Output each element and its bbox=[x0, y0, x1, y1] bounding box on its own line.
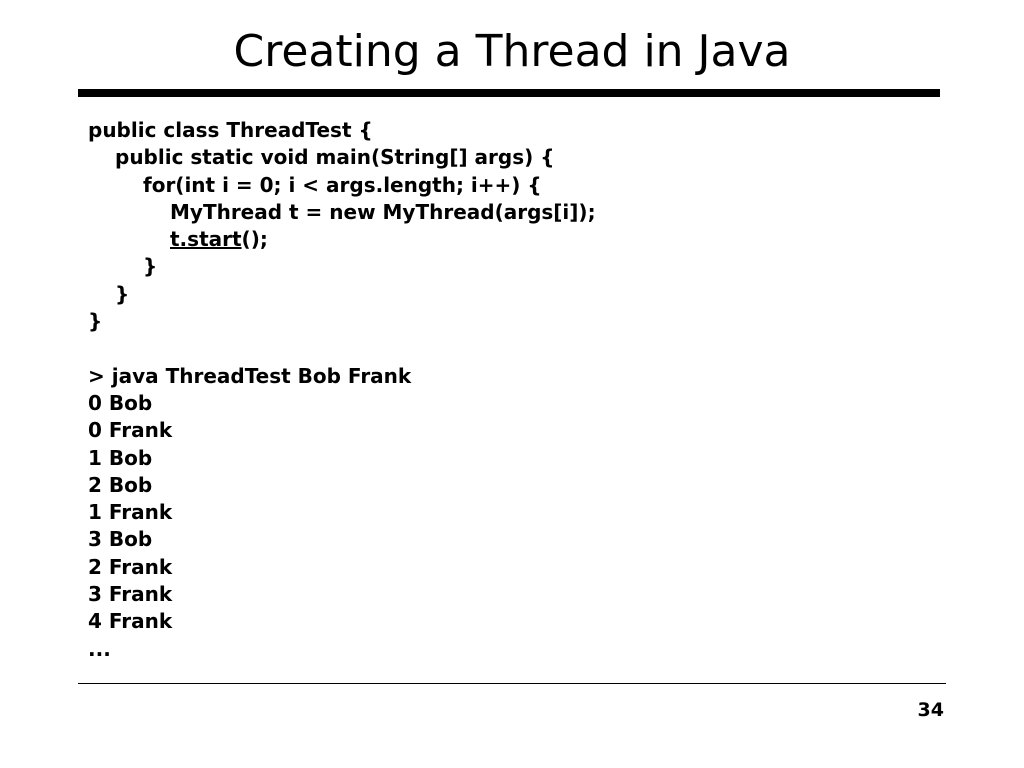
console-output-line: 3 Frank bbox=[88, 582, 173, 607]
console-output-line: 0 Bob bbox=[88, 390, 153, 415]
start-call-args: (); bbox=[241, 227, 268, 252]
console-output-line: 4 Frank bbox=[88, 609, 173, 634]
console-output-ellipsis: ... bbox=[88, 636, 111, 661]
console-output-line: 2 Bob bbox=[88, 472, 153, 497]
blank-line bbox=[88, 335, 928, 362]
footer-divider bbox=[78, 683, 946, 684]
console-command: > java ThreadTest Bob Frank bbox=[88, 363, 412, 388]
console-output-line: 1 Bob bbox=[88, 445, 153, 470]
code-line: } bbox=[88, 309, 103, 334]
console-output-line: 3 Bob bbox=[88, 527, 153, 552]
code-line: } bbox=[143, 254, 158, 279]
code-example: public class ThreadTest { public static … bbox=[88, 117, 928, 663]
console-output-line: 1 Frank bbox=[88, 500, 173, 525]
start-call-highlight: t.start bbox=[170, 227, 242, 252]
code-line: } bbox=[115, 281, 130, 306]
console-output-line: 2 Frank bbox=[88, 554, 173, 579]
code-line: for(int i = 0; i < args.length; i++) { bbox=[143, 172, 542, 197]
code-line: public class ThreadTest { bbox=[88, 118, 373, 142]
slide-title: Creating a Thread in Java bbox=[233, 26, 791, 77]
code-line: t.start(); bbox=[88, 226, 928, 253]
title-divider bbox=[78, 89, 940, 97]
code-line: MyThread t = new MyThread(args[i]); bbox=[170, 199, 596, 224]
page-number: 34 bbox=[917, 699, 944, 721]
console-output-line: 0 Frank bbox=[88, 418, 173, 443]
code-line: public static void main(String[] args) { bbox=[115, 145, 555, 170]
